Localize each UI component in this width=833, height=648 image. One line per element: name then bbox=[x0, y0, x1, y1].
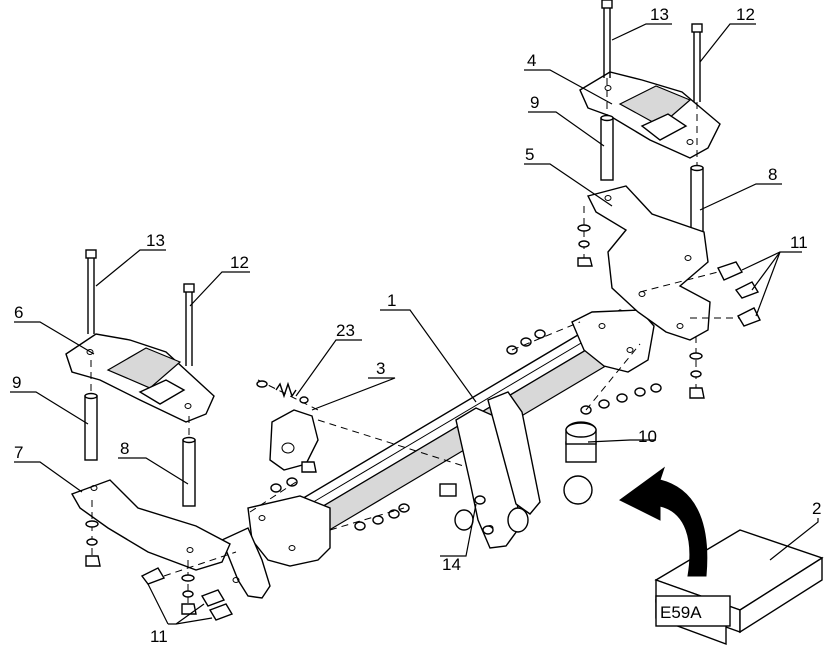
callout-labels: 1 2 3 4 5 6 7 8 8 9 9 10 11 11 12 12 13 … bbox=[12, 5, 821, 646]
right-spacer-8 bbox=[690, 164, 704, 233]
callout-9-right: 9 bbox=[530, 93, 539, 112]
electrical-bracket-3 bbox=[257, 379, 471, 471]
callout-11-left: 11 bbox=[150, 627, 168, 646]
callout-4: 4 bbox=[527, 51, 536, 70]
right-bar-end-bracket bbox=[571, 309, 655, 373]
right-bolt-13 bbox=[601, 0, 613, 78]
callout-9-left: 9 bbox=[12, 373, 21, 392]
towball-swan-neck-10 bbox=[507, 421, 597, 544]
callout-23: 23 bbox=[336, 321, 355, 340]
callout-8-left: 8 bbox=[120, 439, 129, 458]
callout-5: 5 bbox=[525, 145, 534, 164]
callout-3: 3 bbox=[376, 359, 385, 378]
right-clamp-plate-4 bbox=[579, 71, 721, 159]
right-spacer-9 bbox=[600, 114, 614, 181]
right-washer-stack-left bbox=[577, 206, 593, 267]
left-spacer-8 bbox=[182, 436, 196, 507]
callout-14: 14 bbox=[442, 555, 461, 574]
callout-12-left: 12 bbox=[230, 253, 249, 272]
left-bolt-13 bbox=[85, 249, 97, 396]
callout-7: 7 bbox=[14, 443, 23, 462]
left-bar-end-bracket bbox=[221, 495, 331, 599]
callout-13-right: 13 bbox=[650, 5, 669, 24]
callout-10: 10 bbox=[638, 427, 657, 446]
callout-6: 6 bbox=[14, 303, 23, 322]
kit-box bbox=[654, 529, 824, 646]
callout-12-right: 12 bbox=[736, 5, 755, 24]
right-bolt-12 bbox=[606, 23, 703, 168]
callout-1: 1 bbox=[387, 291, 396, 310]
socket-plate-14 bbox=[439, 483, 494, 535]
right-washer-stack-right bbox=[689, 336, 705, 399]
callout-8-right: 8 bbox=[768, 165, 777, 184]
assembly-arrow bbox=[619, 466, 708, 577]
right-bolts-11 bbox=[639, 261, 761, 327]
callout-13-left: 13 bbox=[146, 231, 165, 250]
spring-washer-23 bbox=[256, 380, 317, 473]
kit-box-label: E59A bbox=[660, 603, 702, 622]
crossbar-left-fasteners bbox=[249, 477, 410, 531]
callout-2: 2 bbox=[812, 499, 821, 518]
left-washer-stack-left bbox=[85, 500, 101, 567]
crossbar-right-fasteners bbox=[580, 343, 662, 415]
leader-lines bbox=[10, 23, 819, 625]
left-bracket-7 bbox=[70, 479, 231, 571]
left-bolts-11 bbox=[140, 551, 237, 621]
crossbar-upper-fasteners bbox=[506, 321, 581, 355]
left-spacer-9 bbox=[84, 392, 98, 461]
callout-11-right: 11 bbox=[790, 233, 808, 252]
